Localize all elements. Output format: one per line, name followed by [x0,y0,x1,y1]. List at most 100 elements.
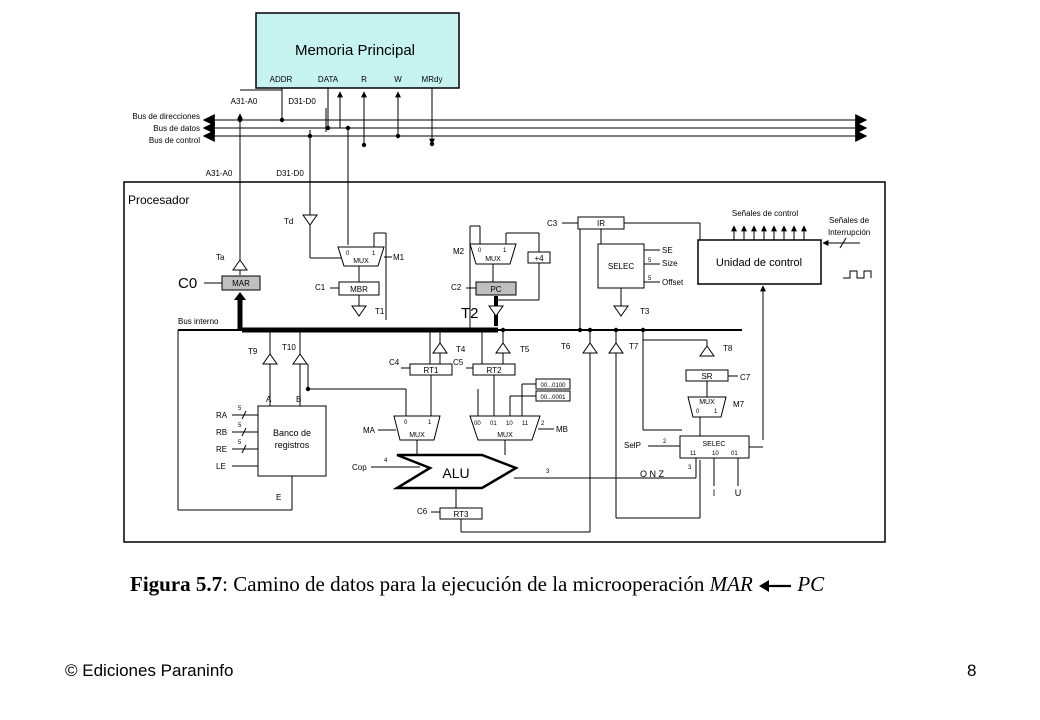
mux-m1-label: MUX [353,258,369,265]
signal-c5: C5 [453,358,464,367]
rt3-label: RT3 [454,510,470,519]
signal-cop: Cop [352,463,367,472]
memory-port-mrdy: MRdy [422,75,443,84]
mux-m7 [687,396,727,418]
signal-m2: M2 [453,247,465,256]
buffer-t9 [262,353,278,365]
mux-mb-in00: 00 [474,421,481,427]
signal-ta: Ta [216,253,225,262]
signal-mb: MB [556,425,568,434]
signal-c2: C2 [451,283,462,292]
caption-rhs: PC [797,572,825,596]
buffer-t8 [699,345,715,357]
memory-port-data: DATA [318,75,339,84]
memory-title: Memoria Principal [295,42,415,59]
main-memory: Memoria Principal ADDR DATA R W MRdy [255,12,460,89]
signal-t1: T1 [375,307,385,316]
mux-ma-in0: 0 [404,420,408,426]
signal-t7: T7 [629,342,639,351]
width-sr-in: 3 [688,465,692,471]
mux-mb-in01: 01 [490,421,497,427]
caption-label: Figura 5.7 [130,572,223,596]
memory-port-w: W [394,75,402,84]
signal-t9: T9 [248,347,258,356]
adder-plus4-label: +4 [534,254,544,263]
alu-flags: O N Z [640,469,665,479]
signal-c0: C0 [178,275,197,292]
buffer-ta [232,259,248,271]
memory-bus-connections [237,88,435,275]
control-unit [697,239,822,285]
mux-mb-label: MUX [497,432,513,439]
buffer-t10 [292,353,308,365]
selec-offset: Offset [662,278,684,287]
signal-c6: C6 [417,507,428,516]
width-selp: 2 [663,439,667,445]
footer-copyright: © Ediciones Paraninfo [65,661,234,680]
buffer-t6 [582,342,598,354]
pc-label: PC [490,285,501,294]
mux-ma-in1: 1 [428,420,432,426]
rt2-label: RT2 [487,366,503,375]
mux-m7-in1: 1 [714,409,718,415]
system-buses [202,114,868,142]
internal-bus-label: Bus interno [178,317,219,326]
port-e: E [276,493,281,502]
processor-box [123,181,886,543]
caption-text: : Camino de datos para la ejecución de l… [222,572,710,596]
signal-c7: C7 [740,373,751,382]
signal-ra: RA [216,411,228,420]
buffer-t5 [495,342,511,354]
interrupt-label-2: Interrupción [828,228,870,237]
data-signal-top: D31-D0 [288,97,316,106]
register-bank-line2: registros [275,440,310,450]
signal-td: Td [284,217,293,226]
signal-m1: M1 [393,253,405,262]
selec-ir [597,243,645,289]
mux-mb [469,415,541,441]
const-4-label: 00...0100 [540,383,566,389]
data-signal-bottom: D31-D0 [276,169,304,178]
mux-m2-in1: 1 [503,248,507,254]
buffer-td [302,214,318,226]
signal-c1: C1 [315,283,326,292]
mux-m1-in0: 0 [346,251,350,257]
signal-t6: T6 [561,342,571,351]
width-mb: 2 [541,421,545,427]
alu [392,453,519,490]
mux-m2-in0: 0 [478,248,482,254]
signal-c3: C3 [547,219,558,228]
figure-caption: Figura 5.7: Camino de datos para la ejec… [130,572,930,597]
port-b: B [296,395,301,404]
selec-size: Size [662,259,678,268]
signal-t4: T4 [456,345,466,354]
mux-mb-in10: 10 [506,421,513,427]
width-cop: 4 [384,458,388,464]
control-unit-label: Unidad de control [716,257,802,269]
page-number: 8 [967,661,977,680]
addr-signal-bottom: A31-A0 [206,169,233,178]
mux-m1-in1: 1 [372,251,376,257]
mux-m1 [337,246,385,267]
width-ra: 5 [238,406,242,412]
mux-mb-in11: 11 [522,421,529,427]
ir-label: IR [597,219,605,228]
mux-ma-label: MUX [409,432,425,439]
addr-signal-top: A31-A0 [231,97,258,106]
mux-m2-label: MUX [485,256,501,263]
mar-label: MAR [232,279,250,288]
signal-t5: T5 [520,345,530,354]
memory-port-addr: ADDR [270,75,293,84]
signal-t2: T2 [461,305,479,322]
control-signals-label: Señales de control [732,209,798,218]
mbr-label: MBR [350,285,368,294]
caption-lhs: MAR [709,572,753,596]
selec-sr-label: SELEC [703,441,726,448]
buffer-t4 [432,342,448,354]
signal-re: RE [216,445,227,454]
mux-m7-in0: 0 [696,409,700,415]
buffer-t1 [351,305,367,317]
const-1-label: 00...0001 [540,395,566,401]
signal-m7: M7 [733,400,745,409]
signal-c4: C4 [389,358,400,367]
